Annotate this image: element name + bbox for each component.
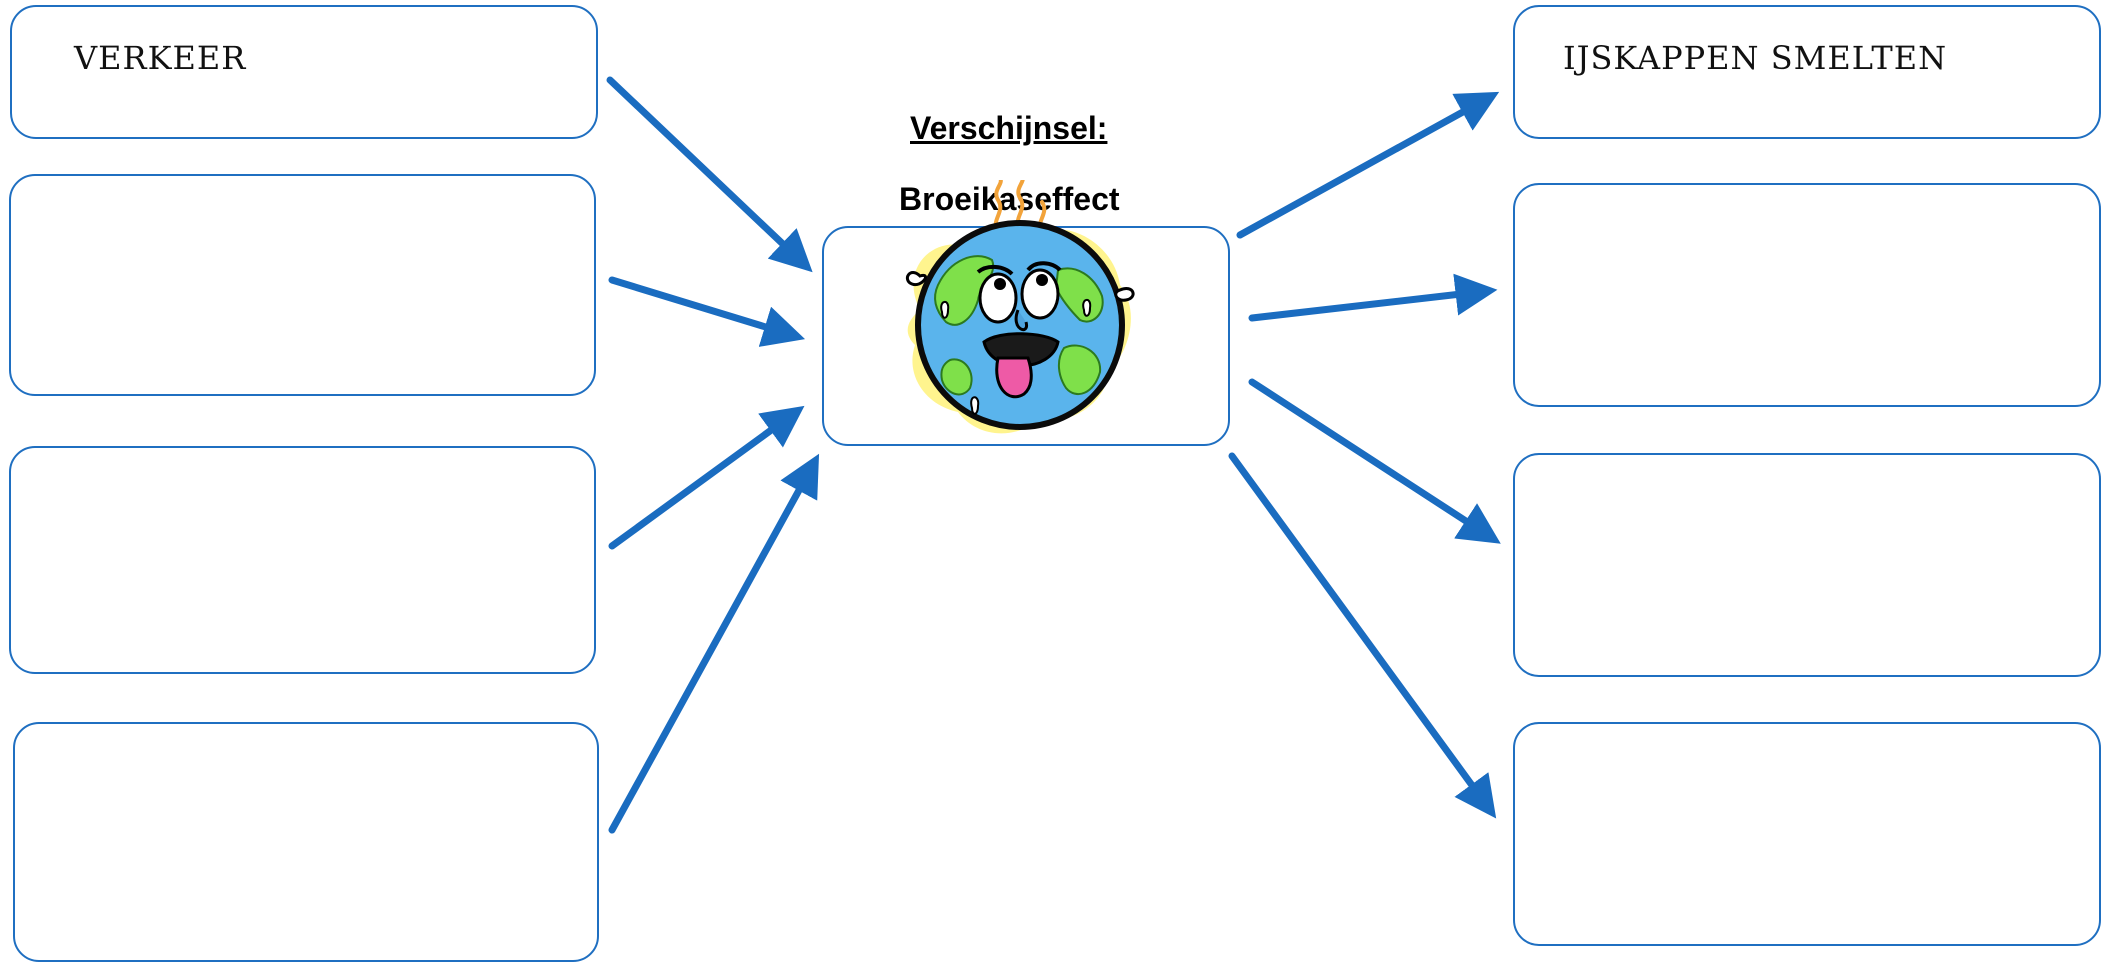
effect-box-4[interactable] <box>1513 722 2101 946</box>
center-heading: Verschijnsel: <box>910 110 1108 146</box>
arrow-cause-2 <box>608 276 806 347</box>
effect-box-2[interactable] <box>1513 183 2101 407</box>
center-subject: Broeikaseffect <box>899 181 1120 217</box>
effect-box-1[interactable]: IJSKAPPEN SMELTEN <box>1513 5 2101 139</box>
arrow-effect-4 <box>1228 452 1497 819</box>
cause-box-1[interactable]: VERKEER <box>10 5 598 139</box>
cause-box-2[interactable] <box>9 174 596 396</box>
arrow-cause-4 <box>608 453 820 834</box>
cause-box-4[interactable] <box>13 722 599 962</box>
effect-box-3[interactable] <box>1513 453 2101 677</box>
arrow-cause-3 <box>608 405 805 550</box>
arrow-cause-1 <box>606 76 813 273</box>
arrow-effect-3 <box>1248 378 1501 544</box>
arrow-effect-1 <box>1236 91 1500 239</box>
arrow-effect-2 <box>1248 273 1498 322</box>
effect-label-1: IJSKAPPEN SMELTEN <box>1563 39 1948 77</box>
cause-label-1: VERKEER <box>74 39 247 77</box>
cause-box-3[interactable] <box>9 446 596 674</box>
sweating-earth-icon <box>906 180 1135 434</box>
